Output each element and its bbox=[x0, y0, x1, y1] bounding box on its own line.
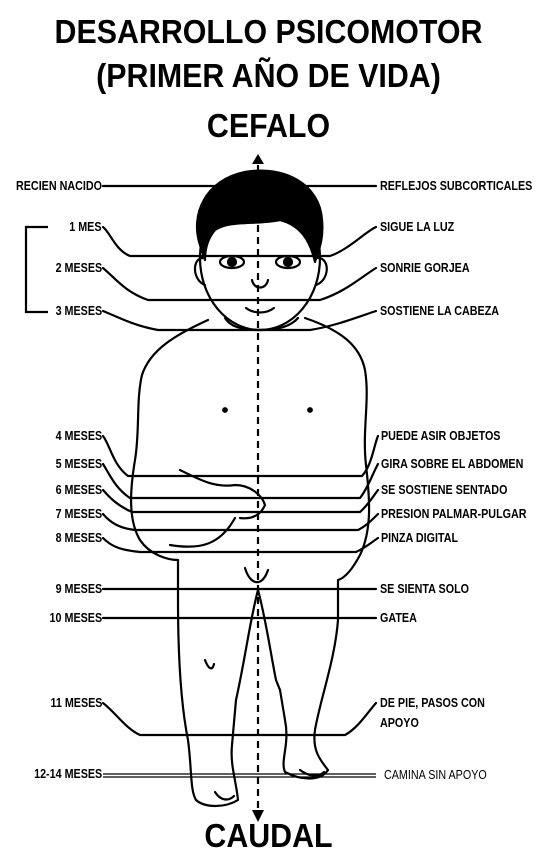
skill-label: DE PIE, PASOS CON bbox=[380, 696, 485, 710]
age-label: 10 MESES bbox=[49, 611, 102, 625]
age-label: 8 MESES bbox=[55, 531, 102, 545]
body-outline-right bbox=[280, 318, 369, 779]
skill-label: SE SIENTA SOLO bbox=[380, 582, 469, 596]
age-label: 1 MES bbox=[70, 220, 102, 234]
line-2-meses bbox=[103, 268, 376, 300]
age-label: 12-14 MESES bbox=[34, 767, 102, 781]
line-11-meses bbox=[103, 703, 376, 735]
arrow-down-icon bbox=[252, 810, 264, 822]
line-6-meses bbox=[103, 490, 378, 512]
hair bbox=[197, 171, 322, 262]
skill-label: SOSTIENE LA CABEZA bbox=[380, 304, 499, 318]
skill-label: GIRA SOBRE EL ABDOMEN bbox=[381, 457, 523, 471]
age-label: 4 MESES bbox=[55, 429, 102, 443]
line-7-meses bbox=[103, 514, 378, 530]
age-label: 5 MESES bbox=[55, 457, 102, 471]
arrow-up-icon bbox=[252, 154, 264, 164]
line-4-meses bbox=[103, 436, 378, 476]
age-label: 9 MESES bbox=[55, 582, 102, 596]
line-1-mes bbox=[103, 227, 376, 256]
age-label: 11 MESES bbox=[50, 696, 102, 710]
skill-label: GATEA bbox=[380, 611, 417, 625]
skill-label: PUEDE ASIR OBJETOS bbox=[381, 429, 500, 443]
age-label: 2 MESES bbox=[55, 261, 102, 275]
age-label: 7 MESES bbox=[55, 507, 102, 521]
skill-label-continued: APOYO bbox=[380, 716, 419, 730]
skill-label: SE SOSTIENE SENTADO bbox=[381, 483, 507, 497]
skill-label: SONRIE GORJEA bbox=[380, 261, 470, 275]
line-5-meses bbox=[103, 464, 378, 498]
age-label: RECIEN NACIDO bbox=[16, 179, 102, 193]
age-label: 6 MESES bbox=[55, 483, 102, 497]
skill-label: REFLEJOS SUBCORTICALES bbox=[380, 179, 532, 193]
skill-label: SIGUE LA LUZ bbox=[380, 220, 454, 234]
skill-label: PINZA DIGITAL bbox=[381, 531, 458, 545]
skill-label: CAMINA SIN APOYO bbox=[384, 768, 487, 782]
age-label: 3 MESES bbox=[55, 304, 102, 318]
body-outline bbox=[131, 320, 238, 806]
skill-label: PRESION PALMAR-PULGAR bbox=[381, 507, 527, 521]
bracket-1-3-months bbox=[26, 227, 48, 312]
